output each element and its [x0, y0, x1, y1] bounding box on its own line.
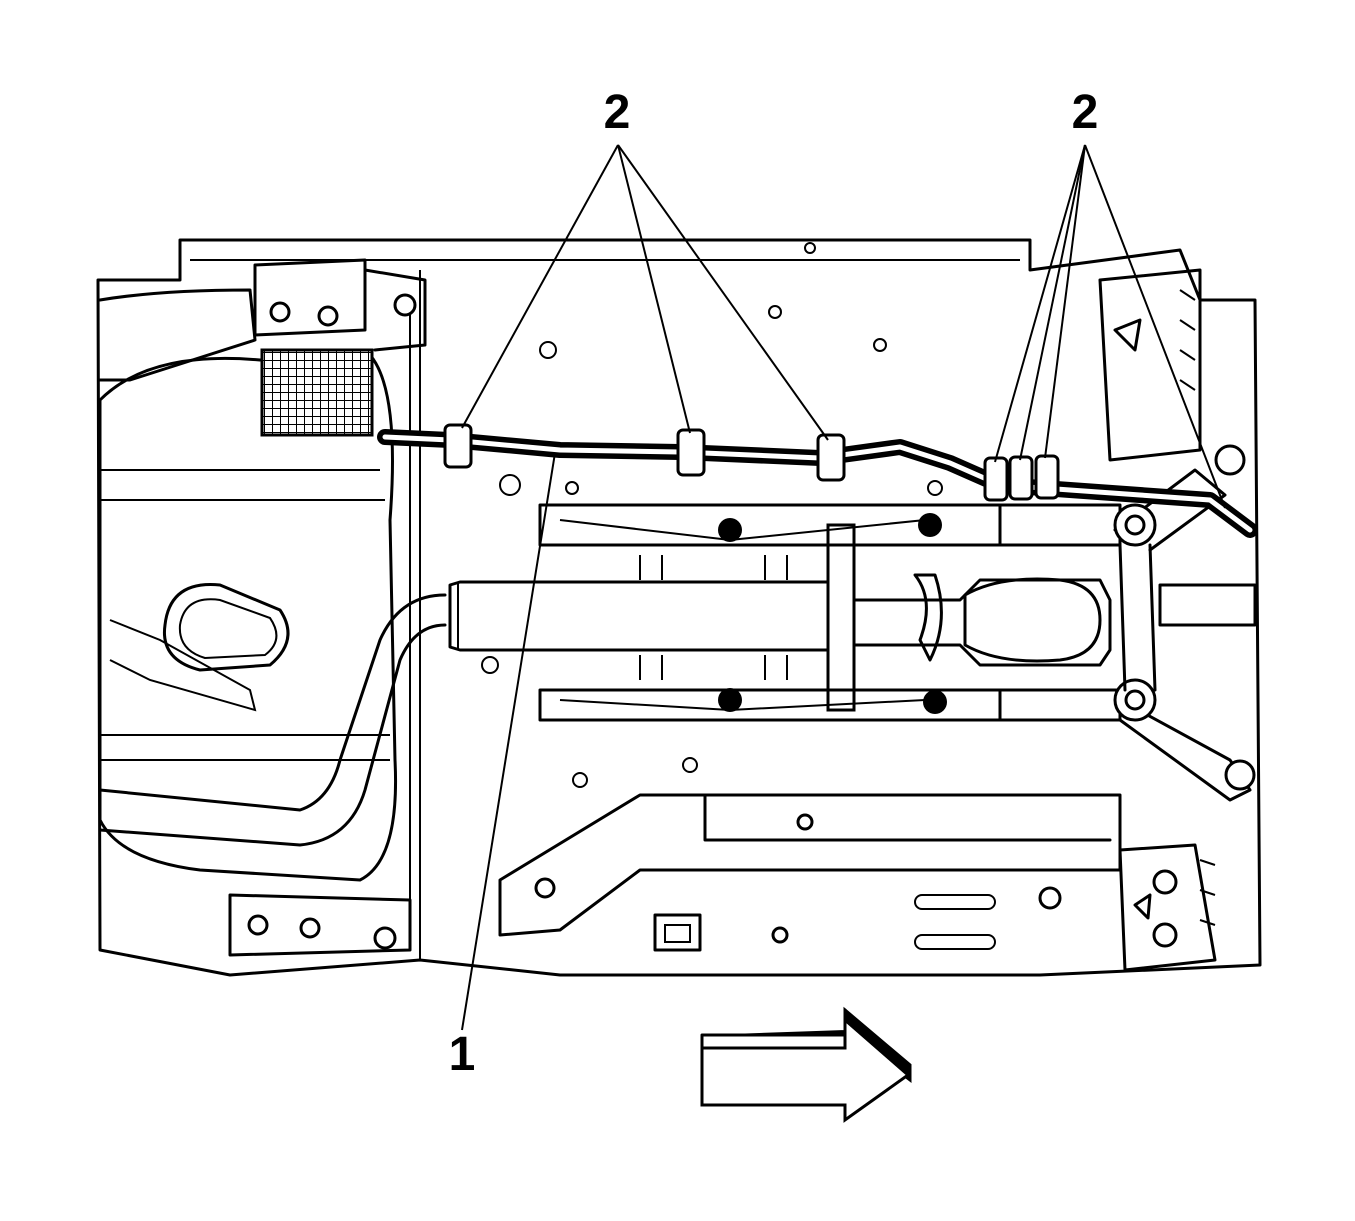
bushing [443, 423, 473, 469]
leader-lines [461, 144, 1226, 1031]
bushing [1008, 455, 1034, 501]
callout-1-label: 1 [449, 1028, 476, 1081]
stabilizer-bar [377, 429, 1258, 538]
stabilizer-bushings [443, 423, 1060, 502]
bushing [983, 456, 1009, 502]
bushing [1034, 454, 1060, 500]
callout-2-left-label: 2 [604, 86, 631, 139]
direction-arrow-icon [700, 1006, 912, 1123]
bushing [816, 433, 846, 482]
bushing [676, 428, 706, 477]
callout-2-right-label: 2 [1072, 86, 1099, 139]
vehicle-underbody [96, 238, 1262, 977]
mesh-pad [260, 348, 374, 437]
